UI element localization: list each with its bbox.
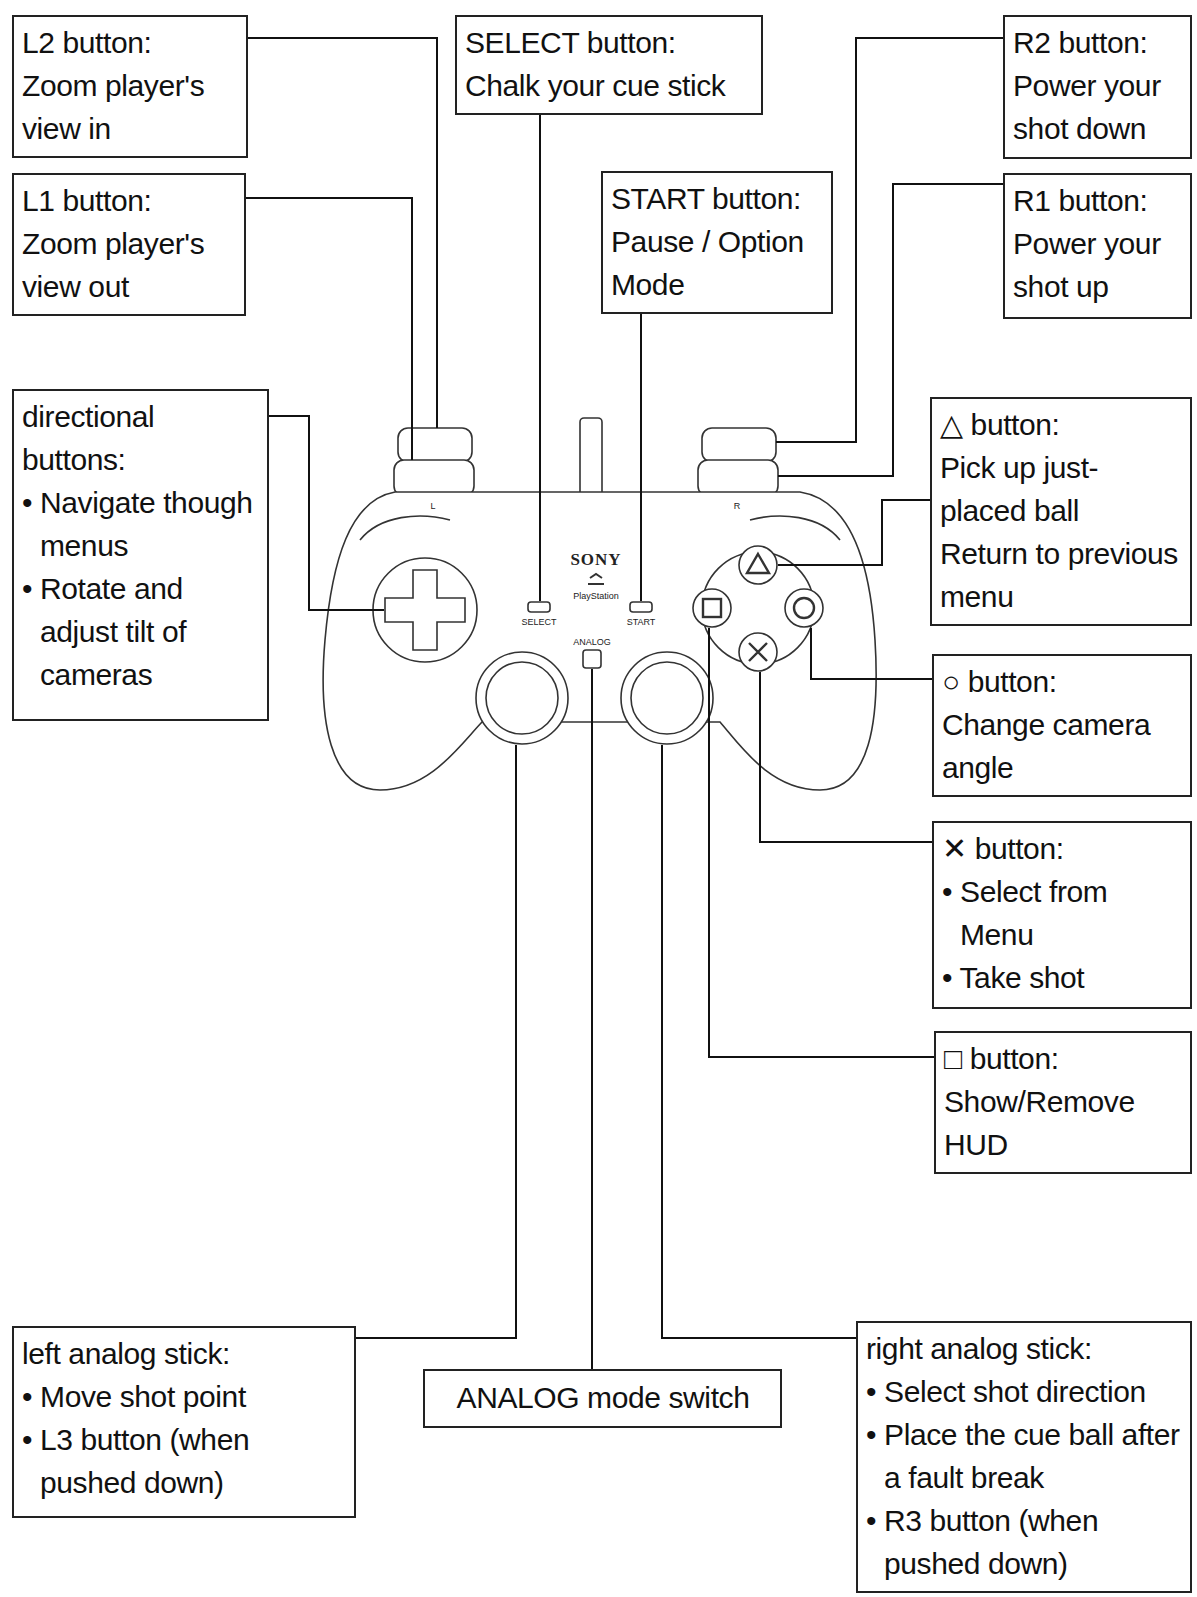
callout-text: • Take shot <box>942 956 1183 999</box>
switch-label: ANALOG <box>572 637 612 647</box>
callout-text: Power your shot down <box>1013 64 1183 150</box>
callout-text: Zoom player's view out <box>22 222 237 308</box>
button-label: SELECT <box>520 617 557 627</box>
shoulder-label: L <box>429 501 436 511</box>
analog-switch-callout: ANALOG mode switch <box>423 1369 782 1428</box>
square-callout: □ button:Show/Remove HUD <box>934 1031 1192 1174</box>
callout-text: • Rotate and adjust tilt of cameras <box>22 567 260 696</box>
button-label: START <box>626 617 657 627</box>
triangle-callout: △ button:Pick up just-placed ballReturn … <box>930 397 1192 626</box>
callout-text: Zoom player's view in <box>22 64 239 150</box>
callout-text: Power your shot up <box>1013 222 1183 308</box>
callout-text: Return to previous menu <box>940 532 1183 618</box>
callout-heading: R1 button: <box>1013 179 1183 222</box>
callout-heading: ✕ button: <box>942 827 1183 870</box>
callout-heading: L2 button: <box>22 21 239 64</box>
circle-callout: ○ button:Change camera angle <box>932 654 1192 797</box>
cross-callout: ✕ button:• Select from Menu• Take shot <box>932 821 1192 1009</box>
callout-text: Chalk your cue stick <box>465 64 754 107</box>
callout-text: • Navigate though menus <box>22 481 260 567</box>
r2-callout: R2 button:Power your shot down <box>1003 15 1192 159</box>
callout-heading: ○ button: <box>942 660 1183 703</box>
r1-callout: R1 button:Power your shot up <box>1003 173 1192 319</box>
callout-heading: START button: <box>611 177 824 220</box>
left-stick-callout: left analog stick:• Move shot point• L3 … <box>12 1326 356 1518</box>
callout-text: • L3 button (when pushed down) <box>22 1418 347 1504</box>
callout-text: Show/Remove HUD <box>944 1080 1183 1166</box>
callout-text: • Select shot direction <box>866 1370 1183 1413</box>
callout-heading: right analog stick: <box>866 1327 1183 1370</box>
dpad-callout: directional buttons:• Navigate though me… <box>12 389 269 721</box>
l2-callout: L2 button:Zoom player's view in <box>12 15 248 158</box>
callout-text: • R3 button (when pushed down) <box>866 1499 1183 1585</box>
callout-heading: L1 button: <box>22 179 237 222</box>
callout-heading: △ button: <box>940 403 1183 446</box>
callout-heading: left analog stick: <box>22 1332 347 1375</box>
callout-heading: SELECT button: <box>465 21 754 64</box>
callout-heading: R2 button: <box>1013 21 1183 64</box>
right-stick-callout: right analog stick:• Select shot directi… <box>856 1321 1192 1593</box>
start-callout: START button:Pause / Option Mode <box>601 171 833 314</box>
callout-heading: directional buttons: <box>22 395 260 481</box>
callout-text: Change camera angle <box>942 703 1183 789</box>
callout-text: • Select from Menu <box>942 870 1183 956</box>
callout-heading: □ button: <box>944 1037 1183 1080</box>
logo-text: PlayStation <box>572 591 620 601</box>
callout-text: • Place the cue ball after a fault break <box>866 1413 1183 1499</box>
callout-text: • Move shot point <box>22 1375 347 1418</box>
callout-text: Pick up just-placed ball <box>940 446 1183 532</box>
select-callout: SELECT button:Chalk your cue stick <box>455 15 763 115</box>
callout-text: Pause / Option Mode <box>611 220 824 306</box>
l1-callout: L1 button:Zoom player's view out <box>12 173 246 316</box>
brand-text: SONY <box>569 551 622 569</box>
shoulder-label: R <box>733 501 742 511</box>
callout-text: ANALOG mode switch <box>457 1376 750 1419</box>
